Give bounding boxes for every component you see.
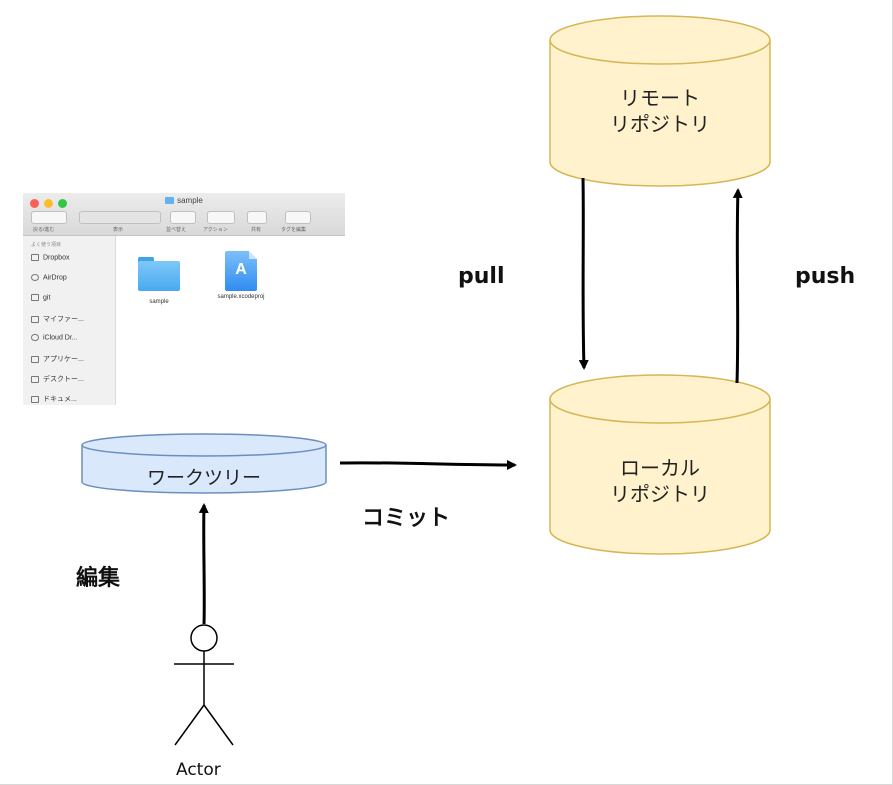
toolbar-caption-tags: タグを編集 [281, 227, 307, 233]
folder-icon [165, 197, 175, 205]
remote-repository-cylinder [549, 15, 771, 187]
pull-arrow [578, 177, 589, 370]
sidebar-header: よく使う項目 [31, 242, 62, 248]
worktree-label: ワークツリー [146, 467, 261, 489]
close-window-icon [30, 199, 39, 208]
airdrop-icon [31, 274, 39, 281]
dropbox-icon [31, 254, 39, 261]
finder-sidebar: よく使う項目 Dropbox AirDrop git マイファー... iClo… [23, 236, 116, 405]
back-forward-button [31, 211, 67, 224]
finder-title: sample [23, 196, 345, 205]
toolbar-caption-action: アクション [203, 227, 228, 233]
toolbar-caption-share: 共有 [251, 227, 262, 233]
worktree-cylinder [81, 433, 327, 494]
actor-label: Actor [176, 760, 221, 780]
edit-tags-button [285, 211, 311, 224]
finder-window-screenshot: sample 戻る/進む 表示 並べ替え アクション 共有 タグを編集 よく使う… [23, 193, 345, 405]
commit-arrow [339, 459, 517, 470]
folder-icon [31, 294, 39, 301]
toolbar-caption-arrange: 並べ替え [166, 227, 187, 233]
sidebar-item-icloud: iCloud Dr... [31, 334, 78, 341]
push-arrow [732, 188, 743, 384]
sidebar-item-desktop: デスクトー... [31, 374, 84, 384]
push-label: push [795, 264, 856, 289]
sidebar-item-documents: ドキュメ... [31, 394, 77, 404]
apps-icon [31, 355, 39, 363]
remote-repository-label: リモート リポジトリ [610, 86, 710, 136]
action-button [207, 211, 235, 224]
commit-label: コミット [362, 506, 451, 531]
sidebar-item-applications: アプリケー... [31, 354, 84, 364]
documents-icon [31, 395, 39, 403]
sidebar-item-airdrop: AirDrop [31, 274, 67, 281]
sidebar-item-my-files: マイファー... [31, 314, 84, 324]
sidebar-item-git: git [31, 294, 50, 301]
file-item-xcodeproj: A sample.xcodeproj [199, 251, 283, 300]
local-repository-cylinder [549, 374, 771, 555]
finder-titlebar: sample 戻る/進む 表示 並べ替え アクション 共有 タグを編集 [23, 193, 345, 236]
pull-label: pull [458, 264, 505, 289]
xcodeproj-icon: A [225, 251, 257, 291]
actor-figure [174, 624, 234, 746]
arrange-button [170, 211, 196, 224]
file-item-sample-folder: sample [129, 257, 189, 305]
toolbar-caption-view: 表示 [113, 227, 124, 233]
edit-label: 編集 [76, 566, 121, 591]
folder-icon [138, 257, 180, 291]
share-button [247, 211, 267, 224]
local-repository-label: ローカル リポジトリ [610, 456, 710, 506]
sidebar-item-dropbox: Dropbox [31, 254, 69, 261]
edit-arrow [198, 503, 209, 625]
files-icon [31, 315, 39, 323]
toolbar-caption-back: 戻る/進む [33, 227, 55, 233]
zoom-window-icon [58, 199, 67, 208]
view-mode-buttons [79, 211, 161, 224]
file-name: sample [149, 299, 169, 305]
cloud-icon [31, 334, 39, 341]
file-name: sample.xcodeproj [217, 294, 265, 300]
desktop-icon [31, 375, 39, 383]
minimize-window-icon [44, 199, 53, 208]
